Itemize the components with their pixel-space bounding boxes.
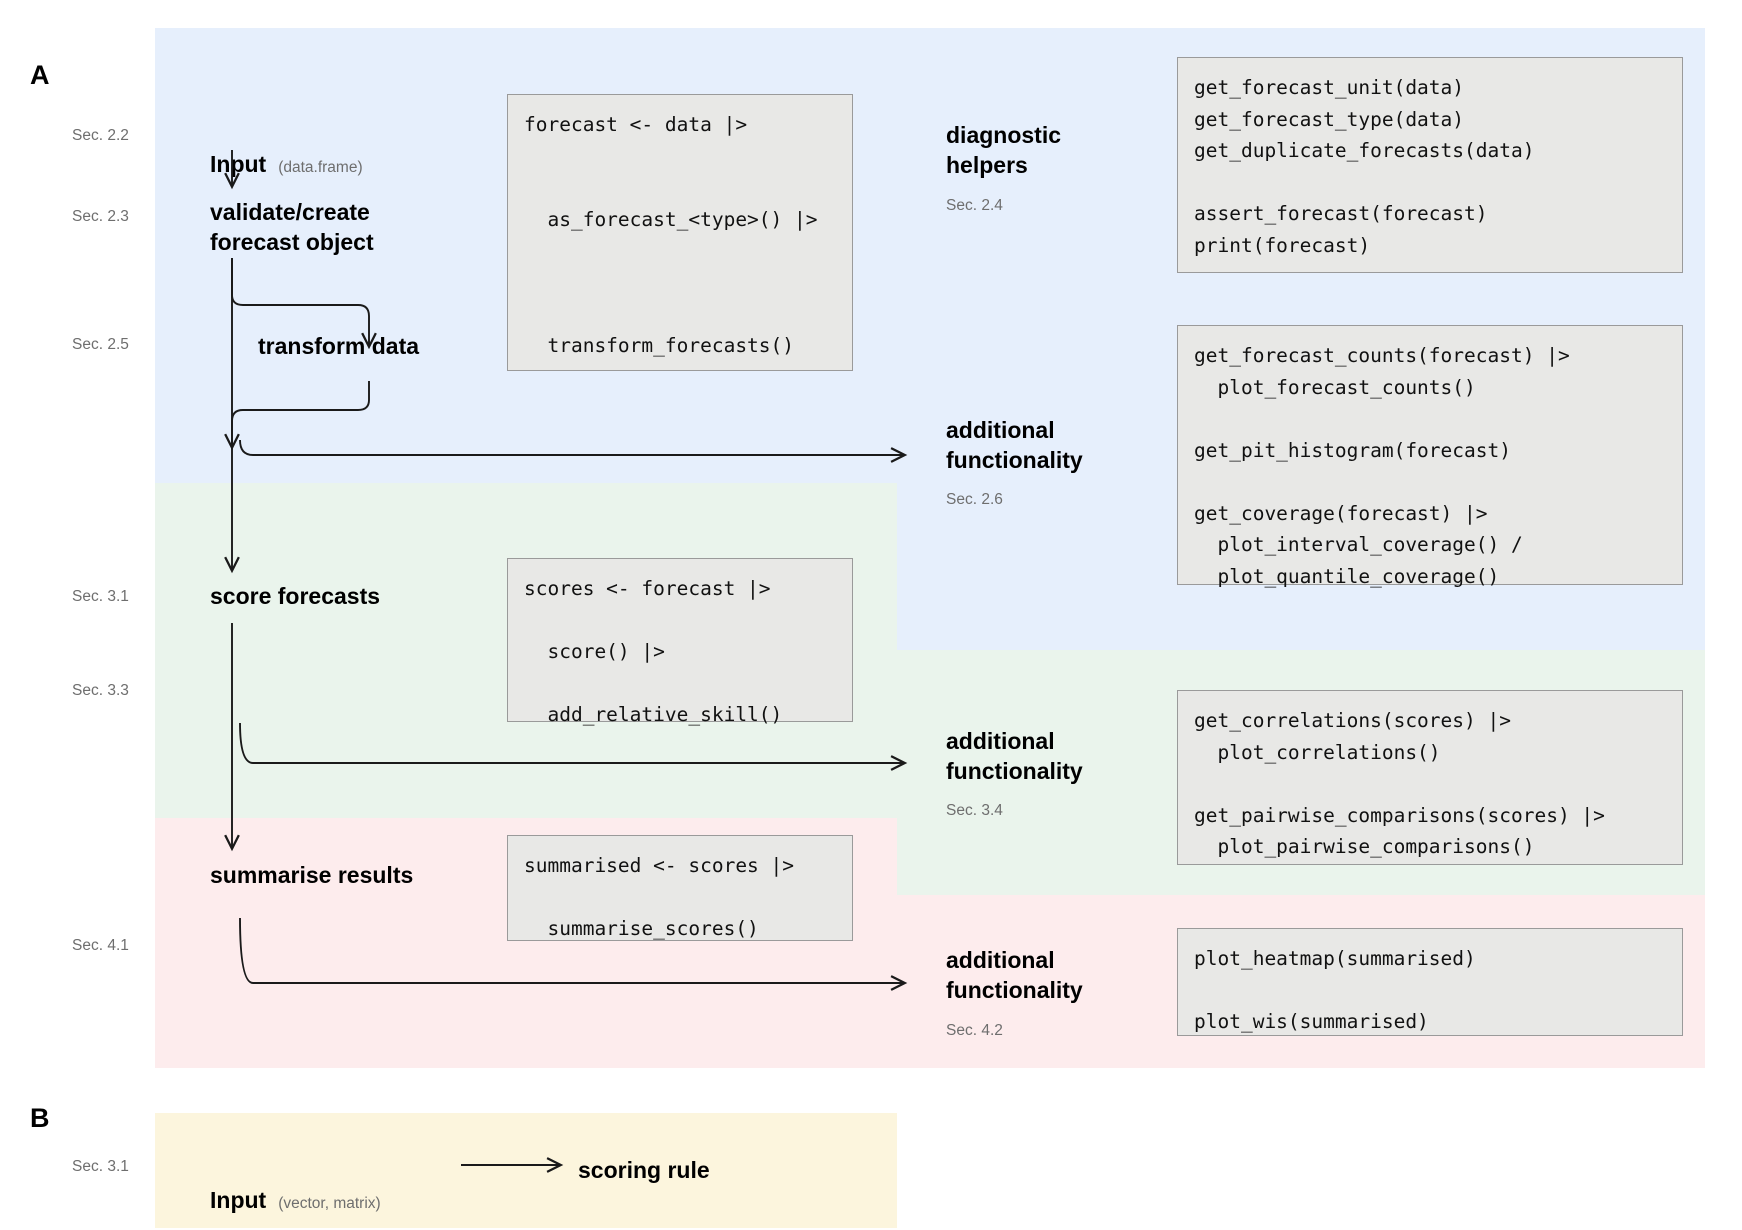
heading-additional-functionality-4-2: additional functionality: [946, 947, 1083, 1004]
section-label-2-4: Sec. 2.4: [946, 197, 1003, 214]
heading-diagnostic-helpers: diagnostic helpers: [946, 122, 1062, 179]
code-box-diagnostic-helpers: get_forecast_unit(data) get_forecast_typ…: [1177, 57, 1683, 273]
section-label-2-6: Sec. 2.6: [946, 491, 1003, 508]
code-box-scores-pipeline: scores <- forecast |> score() |> add_rel…: [507, 558, 853, 726]
section-label-2-2: Sec. 2.2: [72, 127, 129, 144]
panel-b-label: B: [30, 1103, 50, 1133]
panel-b-scoring-rule: scoring rule: [578, 1157, 710, 1183]
panel-b-input-subtitle: (vector, matrix): [278, 1195, 381, 1213]
code-box-additional-2-6: get_forecast_counts(forecast) |> plot_fo…: [1177, 325, 1683, 588]
panel-a-label: A: [30, 60, 50, 90]
panel-b-input: Input (vector, matrix): [210, 1155, 381, 1216]
section-band-yellow: [155, 1113, 897, 1228]
node-input-label: Input: [210, 151, 267, 178]
section-label-2-5: Sec. 2.5: [72, 336, 129, 353]
section-label-3-1: Sec. 3.1: [72, 588, 129, 605]
section-label-2-3: Sec. 2.3: [72, 208, 129, 225]
code-box-forecast-pipeline: forecast <- data |> as_forecast_<type>()…: [507, 94, 853, 371]
node-input: Input (data.frame): [210, 119, 363, 180]
node-input-subtitle: (data.frame): [278, 159, 363, 177]
code-box-additional-4-2: plot_heatmap(summarised) plot_wis(summar…: [1177, 928, 1683, 1036]
code-box-summarised-pipeline: summarised <- scores |> summarise_scores…: [507, 835, 853, 941]
panel-b-input-label: Input: [210, 1187, 267, 1214]
node-validate-create-forecast-object: validate/create forecast object: [210, 199, 374, 256]
node-score-forecasts: score forecasts: [210, 583, 381, 609]
node-transform-data: transform data: [258, 333, 420, 359]
section-label-3-4: Sec. 3.4: [946, 802, 1003, 819]
section-label-3-3: Sec. 3.3: [72, 682, 129, 699]
section-label-4-2: Sec. 4.2: [946, 1022, 1003, 1039]
section-label-3-1-panel-b: Sec. 3.1: [72, 1158, 129, 1175]
heading-additional-functionality-3-4: additional functionality: [946, 728, 1083, 785]
node-summarise-results: summarise results: [210, 862, 414, 888]
heading-additional-functionality-2-6: additional functionality: [946, 417, 1083, 474]
code-box-additional-3-4: get_correlations(scores) |> plot_correla…: [1177, 690, 1683, 865]
section-label-4-1: Sec. 4.1: [72, 937, 129, 954]
